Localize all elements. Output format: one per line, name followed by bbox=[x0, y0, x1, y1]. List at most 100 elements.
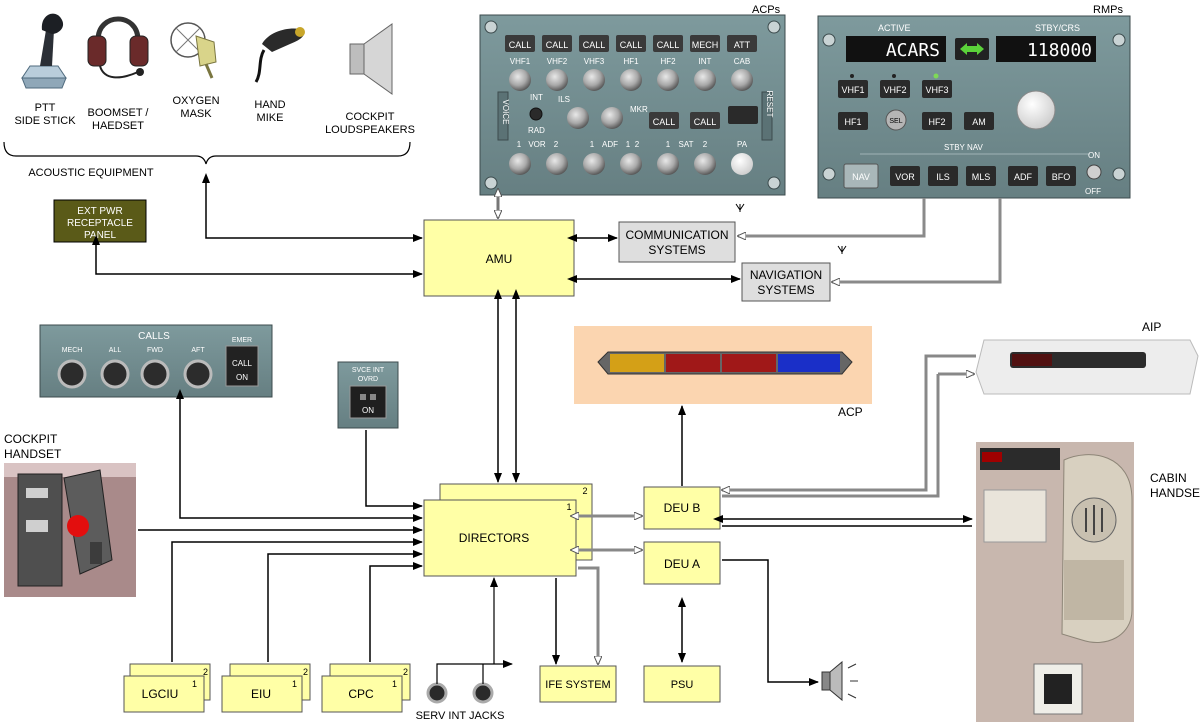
acp-int-rad-switch[interactable] bbox=[529, 107, 543, 121]
rmp-hf2-button[interactable] bbox=[922, 112, 952, 130]
acp-call-small-1[interactable] bbox=[649, 112, 679, 129]
communication-line1: COMMUNICATION bbox=[625, 228, 728, 242]
acp-knob-mkr[interactable] bbox=[601, 107, 623, 129]
rmp-hf1-label: HF1 bbox=[844, 117, 861, 127]
acp-knob-vhf3[interactable] bbox=[583, 69, 605, 91]
calls-title: CALLS bbox=[138, 331, 170, 342]
rmp-vhf3-button[interactable] bbox=[922, 80, 952, 98]
acp-knob-ils[interactable] bbox=[567, 107, 589, 129]
cabin-handset-image bbox=[976, 442, 1134, 722]
acp-mech-label: MECH bbox=[692, 40, 719, 50]
acp-knob-cab[interactable] bbox=[731, 69, 753, 91]
svce-int-ovrd-panel: SVCE INT OVRD ON bbox=[337, 361, 399, 429]
rmp-ils-button[interactable] bbox=[928, 166, 958, 186]
acp-knob-sat2[interactable] bbox=[694, 153, 716, 175]
calls-aft-label: AFT bbox=[191, 347, 205, 354]
rmp-am-label: AM bbox=[972, 117, 986, 127]
acp-knob-adf2[interactable] bbox=[620, 153, 642, 175]
rmp-vhf1-button[interactable] bbox=[838, 80, 868, 98]
oxygen-label-2: MASK bbox=[180, 108, 212, 120]
rmp-sel-button[interactable] bbox=[885, 109, 907, 131]
rmp-ils-label: ILS bbox=[936, 172, 950, 182]
rmp-am-button[interactable] bbox=[964, 112, 994, 130]
calls-emer-on-label: ON bbox=[236, 373, 248, 382]
acp-knob-label-4: HF1 bbox=[623, 57, 639, 66]
acp-knob-vhf2[interactable] bbox=[546, 69, 568, 91]
connectors bbox=[92, 173, 1002, 686]
acp-bottom-label-4: 1 bbox=[590, 140, 595, 149]
acp-rad-label: RAD bbox=[528, 126, 545, 135]
acp-knob-vor2[interactable] bbox=[546, 153, 568, 175]
calls-panel: CALLS MECH ALL FWD AFT EMER CALL ON bbox=[39, 324, 273, 398]
acp-knob-hf2[interactable] bbox=[657, 69, 679, 91]
lgciu-label: LGCIU bbox=[142, 687, 179, 701]
serv-int-jack-1[interactable] bbox=[426, 682, 448, 704]
svce-line2: OVRD bbox=[358, 376, 378, 383]
rmp-stby-nav-label: STBY NAV bbox=[944, 143, 983, 152]
acp-knob-int[interactable] bbox=[694, 69, 716, 91]
acp-segment-3 bbox=[722, 354, 776, 372]
acp-knob-vhf1[interactable] bbox=[509, 69, 531, 91]
navigation-systems-box bbox=[741, 262, 831, 302]
acp-call-label-5: CALL bbox=[657, 40, 680, 50]
hand-mike-label-2: MIKE bbox=[257, 112, 284, 124]
acp-call-small-label-1: CALL bbox=[653, 117, 676, 127]
rmp-nav-button[interactable] bbox=[843, 163, 879, 189]
acp-call-label-4: CALL bbox=[620, 40, 643, 50]
acp-call-button-5[interactable] bbox=[653, 35, 683, 52]
rmp-hf2-label: HF2 bbox=[928, 117, 945, 127]
acp-knob-pa[interactable] bbox=[731, 153, 753, 175]
amu-label: AMU bbox=[486, 252, 513, 266]
speaker-icon bbox=[821, 660, 858, 702]
acp-volume-knobs: VHF1 VHF2 VHF3 HF1 HF2 INT CAB bbox=[509, 57, 753, 91]
calls-emer-button[interactable] bbox=[225, 345, 259, 387]
serv-int-jack-2[interactable] bbox=[472, 682, 494, 704]
acp-call-button-3[interactable] bbox=[579, 35, 609, 52]
acp-knob-adf1[interactable] bbox=[583, 153, 605, 175]
rmp-vor-button[interactable] bbox=[890, 166, 920, 186]
rmp-adf-button[interactable] bbox=[1008, 166, 1038, 186]
acp-knob-label-3: VHF3 bbox=[584, 57, 605, 66]
rmp-mls-button[interactable] bbox=[966, 166, 996, 186]
acp-reset-button[interactable] bbox=[728, 106, 758, 124]
acp-call-small-2[interactable] bbox=[690, 112, 720, 129]
acp-call-buttons: CALL CALL CALL CALL CALL MECH ATT bbox=[505, 35, 757, 52]
cabin-handset-label-2: HANDSET bbox=[1150, 486, 1200, 500]
ife-system-label: IFE SYSTEM bbox=[545, 679, 610, 691]
calls-all-label: ALL bbox=[109, 347, 122, 354]
calls-mech-button[interactable] bbox=[57, 359, 87, 389]
rmp-vhf2-button[interactable] bbox=[880, 80, 910, 98]
rmp-sel-label: SEL bbox=[889, 118, 902, 125]
acp-call-button-1[interactable] bbox=[505, 35, 535, 52]
acp-call-button-4[interactable] bbox=[616, 35, 646, 52]
ptt-label-2: SIDE STICK bbox=[14, 115, 76, 127]
acp-knob-sat1[interactable] bbox=[657, 153, 679, 175]
rmp-power-switch[interactable] bbox=[1086, 164, 1102, 180]
cockpit-handset-label-2: HANDSET bbox=[4, 447, 62, 461]
cpc-index-1: 1 bbox=[392, 679, 397, 689]
calls-all-button[interactable] bbox=[100, 359, 130, 389]
ext-pwr-line2: RECEPTACLE bbox=[67, 218, 133, 229]
acp-mkr-label: MKR bbox=[630, 105, 648, 114]
rmp-frequency-knob[interactable] bbox=[1016, 90, 1056, 130]
acp-call-button-2[interactable] bbox=[542, 35, 572, 52]
calls-fwd-button[interactable] bbox=[140, 359, 170, 389]
rmp-bfo-button[interactable] bbox=[1046, 166, 1076, 186]
acp-voice-label: VOICE bbox=[501, 100, 510, 125]
cockpit-handset-label-1: COCKPIT bbox=[4, 432, 58, 446]
acp-call-label-1: CALL bbox=[509, 40, 532, 50]
director-2-index: 2 bbox=[582, 486, 587, 496]
svce-line1: SVCE INT bbox=[352, 367, 385, 374]
acp-mech-button[interactable] bbox=[690, 35, 720, 52]
acp-att-button[interactable] bbox=[727, 35, 757, 52]
deu-a-box bbox=[643, 541, 721, 585]
rmp-hf1-button[interactable] bbox=[838, 112, 868, 130]
acp-att-label: ATT bbox=[734, 40, 751, 50]
acp-segment-4 bbox=[778, 354, 840, 372]
calls-aft-button[interactable] bbox=[183, 359, 213, 389]
acp-knob-vor1[interactable] bbox=[509, 153, 531, 175]
acp-knob-hf1[interactable] bbox=[620, 69, 642, 91]
acp-knob-label-5: HF2 bbox=[660, 57, 676, 66]
cpc-index-2: 2 bbox=[403, 667, 408, 677]
antenna-icon-2 bbox=[837, 245, 847, 254]
